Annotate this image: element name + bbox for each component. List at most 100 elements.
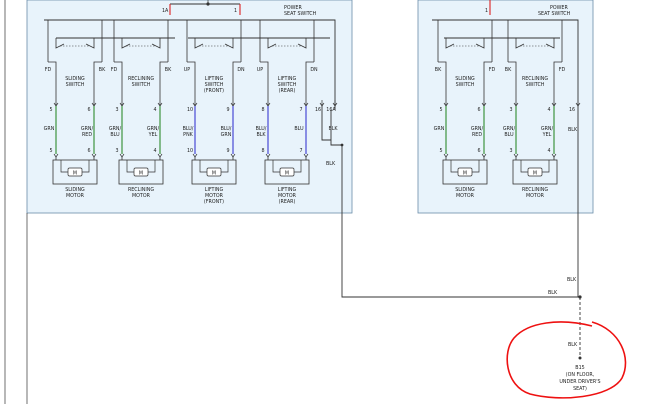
passenger-internal-bus [432,19,579,110]
driver-sw-right-label: DN [310,67,318,73]
driver-wire-color1: GRN/ [81,126,94,132]
driver-pin-top: 9 [226,107,229,113]
ground-point [578,356,582,360]
passenger-pin16-chevron [575,102,581,107]
driver-top-pin: 1 [234,8,237,14]
driver-sw-leg-r [93,61,102,100]
driver-blk-wire [321,106,331,141]
driver-pin-top: 4 [153,107,156,113]
passenger-motor-symbol: M [533,171,537,177]
passenger-pin-16: 16 [569,107,575,113]
driver-motors: MSLIDINGMOTORMRECLININGMOTORMLIFTINGMOTO… [52,159,310,205]
driver-sw-contact-r [224,38,234,49]
driver-sw-contact-r [85,38,95,49]
passenger-sw-name2: SWITCH [456,82,475,88]
passenger-motor-name2: MOTOR [526,193,545,199]
driver-wire-color2: GRN [221,132,232,138]
driver-sw-left-label: UP [257,67,264,73]
passenger-motor-box [512,159,558,185]
driver-title-2: SEAT SWITCH [284,11,317,17]
driver-ground-junction [340,143,344,147]
driver-sw-name1: RECLINING [128,76,154,82]
driver-sw-contact-r [297,38,307,49]
passenger-motor-symbol-box [457,167,473,177]
driver-motor-name3: (REAR) [279,199,296,205]
driver-motor-name2: MOTOR [132,193,151,199]
driver-pin-16: 16 [315,107,321,113]
passenger-motor-name1: SLIDING [455,187,475,193]
driver-motor-symbol: M [212,171,216,177]
driver-wire-color2: BLK [256,132,266,138]
driver-motor-symbol: M [73,171,77,177]
passenger-motor-lead-l [450,160,458,173]
driver-wire-color1: BLU/ [183,126,194,132]
driver-sw-leg-l [260,61,269,100]
driver-fuse-in: 1A [162,8,169,14]
passenger-pin-bot: 3 [509,148,512,154]
driver-motor-symbol-box [279,167,295,177]
driver-sw-right-label: BK [165,67,172,73]
driver-motor-name2: MOTOR [278,193,297,199]
driver-pin-bot: 6 [87,148,90,154]
driver-sw-leg-l [48,61,57,100]
passenger-sw-leg-l [438,61,447,100]
driver-ground-label: BLK [326,161,336,167]
passenger-sw-left-label: BK [505,67,512,73]
driver-sw-name1: LIFTING [205,76,224,82]
driver-motor-lead-r [221,160,229,173]
passenger-sw-contact-l [515,38,525,49]
driver-sw-leg-r [159,61,168,100]
driver-sw-name2: SWITCH [132,82,151,88]
driver-wire-color2: PNK [183,132,193,138]
passenger-panel [417,0,594,214]
driver-pin-bot: 4 [153,148,156,154]
passenger-blk-pin: 16 [569,102,581,113]
passenger-sw-leg-r [553,61,562,100]
driver-wire-color1: BLU/ [256,126,267,132]
passenger-motor-name2: MOTOR [456,193,475,199]
driver-sw-left-label: FD [111,67,118,73]
driver-sw-name3: (FRONT) [204,88,224,94]
driver-sw-leg-r [232,61,241,100]
passenger-motor-symbol-box [527,167,543,177]
ground-name: B15 [575,365,584,371]
passenger-sw-contact-r [545,38,555,49]
driver-pin-top: 10 [187,107,193,113]
passenger-pin-top: 4 [547,107,550,113]
driver-sw-name2: SWITCH [205,82,224,88]
driver-motor-name1: LIFTING [205,187,224,193]
driver-sw-left-label: FD [45,67,52,73]
driver-motor-lead-l [199,160,207,173]
driver-pin-bot: 10 [187,148,193,154]
driver-pin16a-chevron [332,100,338,107]
driver-blk-wire-label: BLK [328,126,338,132]
driver-panel [26,0,353,214]
driver-sw-contact-l [55,38,65,49]
driver-sw-right-label: BK [99,67,106,73]
ground-blk-join: BLK [548,290,558,296]
ground-desc-3: SEAT) [573,386,587,392]
passenger-sw-contact-r [475,38,485,49]
passenger-motor-lead-r [472,160,480,173]
driver-sw-contact-r [151,38,161,49]
driver-motor-box [191,159,237,185]
passenger-title-2: SEAT SWITCH [538,11,571,17]
driver-sw-contact-l [121,38,131,49]
